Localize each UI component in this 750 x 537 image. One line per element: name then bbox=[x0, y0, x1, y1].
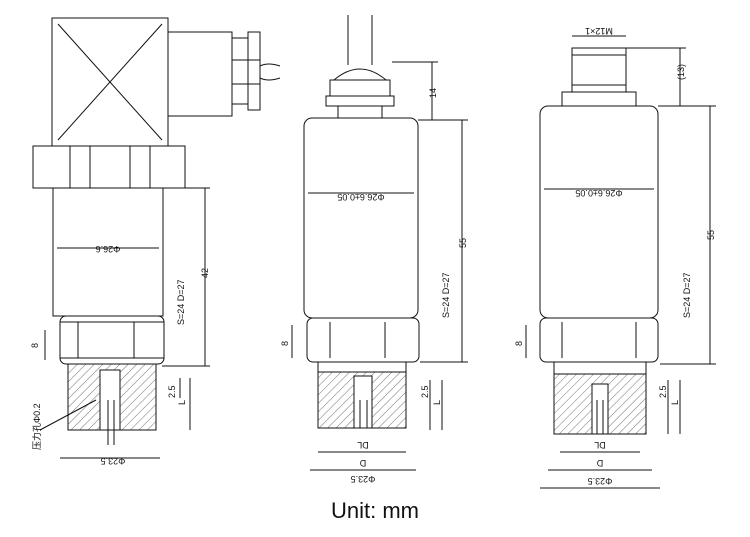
middle-hex-h: 8 bbox=[280, 341, 290, 346]
right-body-dia: Φ26.6±0.05 bbox=[575, 188, 622, 198]
left-body-dia: Φ26.6 bbox=[96, 244, 121, 254]
cable-gland bbox=[231, 37, 249, 105]
hex-nut bbox=[306, 317, 420, 363]
body bbox=[303, 117, 419, 319]
middle-cable-h: 14 bbox=[428, 88, 438, 98]
left-hex-h: 8 bbox=[30, 343, 40, 348]
right-thread-l: L bbox=[670, 400, 680, 405]
middle-drawing bbox=[291, 15, 468, 471]
right-connector-h: (13) bbox=[676, 64, 686, 80]
right-thread-h: 2.5 bbox=[658, 385, 668, 398]
right-hex-h: 8 bbox=[514, 341, 524, 346]
hex-nut bbox=[539, 317, 659, 363]
knurled-nut bbox=[32, 145, 186, 189]
body bbox=[539, 105, 659, 319]
middle-fitting-dia: Φ23.5 bbox=[351, 474, 376, 484]
cable-gland bbox=[332, 68, 388, 81]
middle-hex: S=24 D=27 bbox=[441, 272, 451, 318]
middle-thread-h: 2.5 bbox=[420, 385, 430, 398]
hex-nut bbox=[59, 315, 165, 365]
left-fitting-dia: Φ23.5 bbox=[101, 456, 126, 466]
right-inner: DL bbox=[594, 440, 606, 450]
left-orifice: 压力孔Φ0.2 bbox=[31, 403, 42, 450]
left-drawing bbox=[32, 17, 281, 459]
middle-height: 55 bbox=[458, 238, 468, 248]
right-hex: S=24 D=27 bbox=[682, 272, 692, 318]
right-fitting-dia: Φ23.5 bbox=[588, 476, 613, 486]
right-drawing bbox=[525, 35, 716, 489]
right-d: D bbox=[596, 458, 603, 468]
left-thread-l: L bbox=[177, 400, 187, 405]
right-height: 55 bbox=[706, 230, 716, 240]
right-connector: M12×1 bbox=[585, 26, 613, 36]
left-thread-h: 2.5 bbox=[167, 385, 177, 398]
middle-d: D bbox=[359, 458, 366, 468]
left-hex: S=24 D=27 bbox=[176, 279, 186, 325]
middle-thread-l: L bbox=[432, 400, 442, 405]
middle-body-dia: Φ26.6±0.05 bbox=[337, 192, 384, 202]
middle-inner: DL bbox=[357, 440, 369, 450]
unit-caption: Unit: mm bbox=[331, 498, 419, 523]
left-height: 42 bbox=[200, 268, 210, 278]
